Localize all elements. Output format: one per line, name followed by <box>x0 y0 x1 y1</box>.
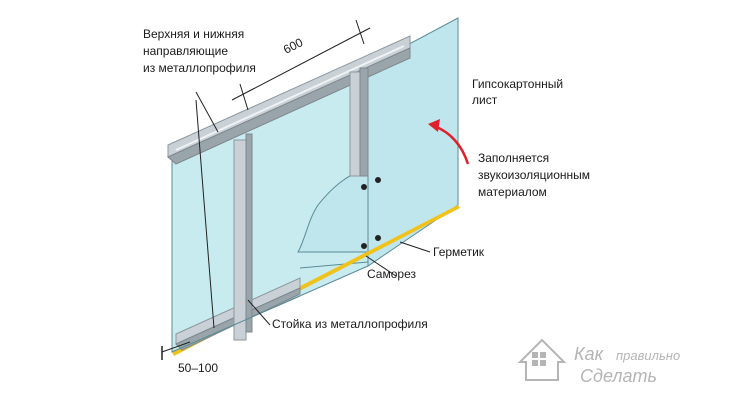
stud-label: Стойка из металлопрофиля <box>272 317 428 331</box>
fill-label-line2: звукоизоляционным <box>478 168 590 182</box>
watermark-line1-a: Как <box>574 344 605 364</box>
watermark-line1-b: правильно <box>616 348 680 363</box>
drywall-label-line2: лист <box>472 93 498 107</box>
fill-label-line3: материалом <box>478 185 547 199</box>
left-stud <box>233 133 253 341</box>
sealant-label: Герметик <box>433 245 485 259</box>
fill-label-line1: Заполняется <box>478 151 549 165</box>
dimension-offset: 50–100 <box>161 341 218 375</box>
watermark-line2: Сделать <box>580 366 657 386</box>
guides-label-line2: направляющие <box>143 44 228 58</box>
guides-label-line1: Верхняя и нижняя <box>143 27 244 41</box>
dimension-600-label: 600 <box>281 35 305 57</box>
watermark-logo: Как правильно Сделать <box>517 338 680 386</box>
guides-label-line3: из металлопрофиля <box>143 61 256 75</box>
right-stud <box>349 67 369 177</box>
drywall-cutout-edge <box>297 167 369 253</box>
screw-dot-3 <box>375 235 381 241</box>
screw-dot-2 <box>361 184 367 190</box>
dimension-offset-label: 50–100 <box>178 361 218 375</box>
leader-lines <box>195 91 431 329</box>
screw-label: Саморез <box>367 267 416 281</box>
screw-dot-1 <box>375 177 381 183</box>
screw-dot-4 <box>361 243 367 249</box>
drywall-label-line1: Гипсокартонный <box>472 77 563 91</box>
